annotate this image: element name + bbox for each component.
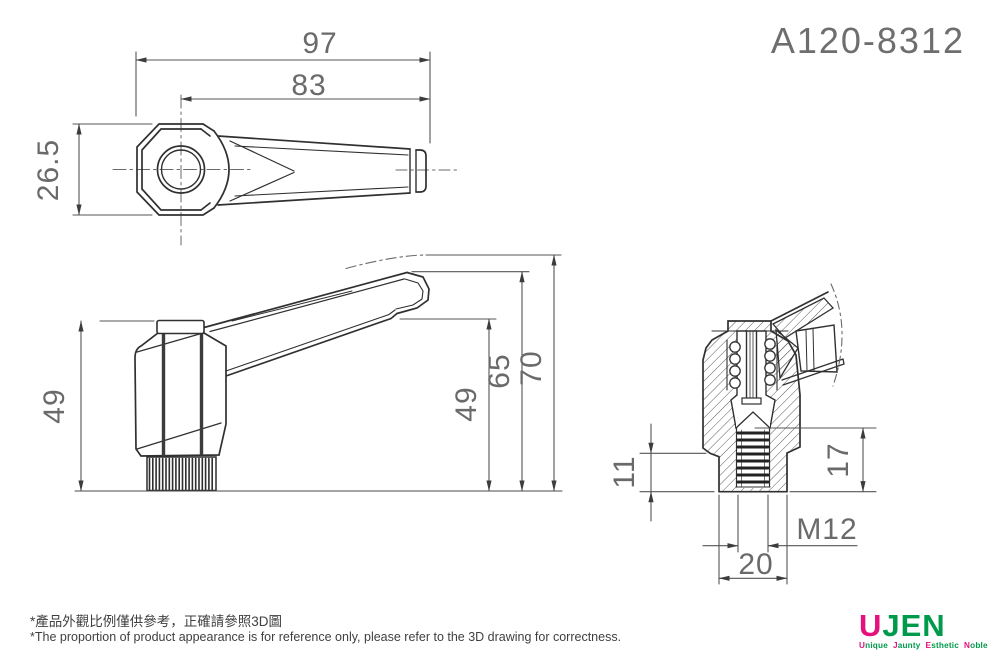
footnote-chinese: *產品外觀比例僅供參考，正確請參照3D圖 [30,613,283,629]
knurled-stud [146,456,217,492]
dim-hub-across-flats-label: 26.5 [32,139,65,201]
side-view-dimensions [78,254,562,492]
dim-overall-height-label: 70 [515,350,548,385]
top-cap [156,319,205,335]
side-view: 49 49 65 70 [38,254,563,492]
section-view: 11 17 M12 20 [608,283,877,585]
lever-stub-section [770,283,845,387]
hub-octagon [136,123,230,216]
handle-side [203,271,430,377]
mold-lines [161,331,204,457]
dim-handle-end-bottom-label: 49 [450,386,483,421]
logo-tagline: Unique Jaunty Esthetic Noble [859,641,991,650]
dim-handle-end-top-label: 65 [483,353,516,388]
boss-arc [213,130,230,209]
top-view-centerlines [112,94,459,246]
threaded-hole [735,410,771,488]
brand-logo: UJEN Unique Jaunty Esthetic Noble [859,610,991,650]
swing-arc [345,254,425,270]
v-notch [229,140,295,202]
section-view-dim-labels: 11 17 M12 20 [608,442,857,581]
logo-letter-u: U [859,607,883,643]
top-view-dimensions [72,51,431,216]
dim-thread-size-label: M12 [796,513,857,546]
dim-hub-width-label: 20 [738,548,773,581]
logo-letters-jen: JEN [882,607,946,643]
tagline-word: Jaunty [892,641,921,650]
footnote-english: *The proportion of product appearance is… [30,630,622,645]
tagline-word: Esthetic [925,641,960,650]
logo-wordmark: UJEN [859,610,991,641]
body-side [134,319,227,457]
handle-plan [217,135,427,206]
dim-thread-depth-label: 17 [822,442,855,477]
top-view-dim-labels: 97 83 26.5 [32,27,337,201]
dim-body-height-label: 49 [38,388,71,423]
dim-handle-length-label: 83 [291,69,326,102]
part-number: A120-8312 [770,20,965,61]
dim-overall-length-label: 97 [302,27,337,60]
section-view-dimensions [639,423,877,585]
tagline-word: Noble [964,641,988,650]
break-line [830,283,843,387]
dim-thread-step-label: 11 [608,455,641,488]
side-view-dim-labels: 49 49 65 70 [38,350,548,423]
hub-bore-inner [160,149,202,190]
hub-bore-outer [156,145,206,194]
top-view: 97 83 26.5 [32,27,459,246]
tagline-word: Unique [859,641,888,650]
center-stud [741,330,762,405]
spring-coils [729,338,776,389]
footnotes: *產品外觀比例僅供參考，正確請參照3D圖 *The proportion of … [30,614,621,647]
